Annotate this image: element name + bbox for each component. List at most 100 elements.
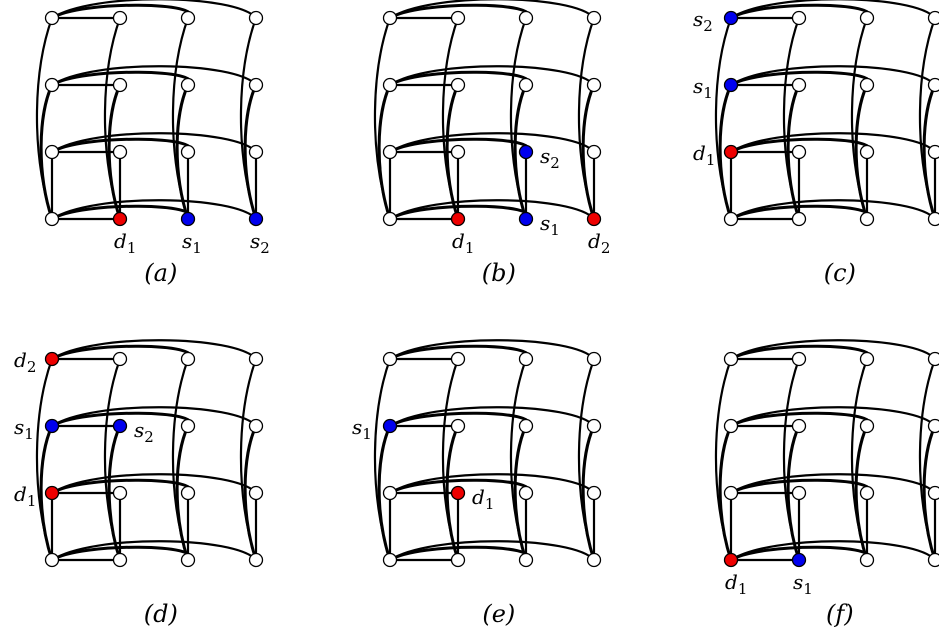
edge-v-arc [35,16,54,221]
source-label: s1 [14,415,34,443]
grid-edges [373,339,596,562]
source-label: s1 [352,415,372,443]
node [586,485,602,501]
node [44,144,60,160]
node [112,485,128,501]
grid-edges [35,0,258,221]
edge-h-arc [729,473,937,495]
edge-h-arc [50,0,258,20]
node [791,351,807,367]
node [518,552,534,568]
node [586,77,602,93]
edge-v-arc [850,357,869,562]
edge-h-arc [388,0,596,20]
node [586,418,602,434]
destination-label: d1 [114,229,136,257]
edge-v-arc [850,16,869,221]
node [180,552,196,568]
destination-label: d2 [588,229,610,257]
edge-v-arc [918,357,937,562]
node [450,552,466,568]
node [927,485,939,501]
node [791,144,807,160]
edge-v-arc [918,16,937,221]
source-node [723,77,739,93]
source-node [723,10,739,26]
destination-node [450,211,466,227]
node [791,485,807,501]
node [723,418,739,434]
node [791,211,807,227]
source-label: s2 [134,418,154,446]
grid-nodes [382,10,602,227]
source-node [382,418,398,434]
node [859,552,875,568]
node [382,211,398,227]
node [450,144,466,160]
destination-node [112,211,128,227]
node [927,418,939,434]
source-node [791,552,807,568]
edge-v-arc [714,16,733,221]
node [927,351,939,367]
edge-v-arc [509,16,528,221]
edge-h-arc [50,199,258,221]
edge-h-arc [50,339,258,361]
node [450,351,466,367]
node [180,351,196,367]
source-node [180,211,196,227]
node [248,144,264,160]
node [859,10,875,26]
node [180,418,196,434]
edge-h-arc [388,540,596,562]
node [180,77,196,93]
node [518,485,534,501]
node [791,10,807,26]
node [112,351,128,367]
edge-v-arc [171,357,190,562]
node [44,10,60,26]
node [112,144,128,160]
source-node [112,418,128,434]
node [44,77,60,93]
source-label: s1 [693,74,713,102]
node [112,10,128,26]
panel-caption: (b) [482,259,516,287]
node [586,351,602,367]
edge-v-arc [577,357,596,562]
edge-v-arc [577,16,596,221]
grid-nodes [44,351,264,568]
node [382,10,398,26]
node [723,211,739,227]
grid-nodes [723,351,939,568]
edge-h-arc [50,132,258,154]
node [927,552,939,568]
node [180,10,196,26]
node [586,144,602,160]
edge-h-arc [50,540,258,562]
node [382,552,398,568]
node [180,485,196,501]
edge-h-arc [388,199,596,221]
panel-caption: (f) [826,600,854,628]
edge-h-arc [729,0,937,20]
node [927,10,939,26]
node [859,144,875,160]
edge-h-arc [388,473,596,495]
edge-v-arc [509,357,528,562]
destination-node [450,485,466,501]
node [927,211,939,227]
node [382,485,398,501]
edge-v-arc [441,357,460,562]
node [791,418,807,434]
destination-node [44,351,60,367]
node [450,77,466,93]
edge-v-arc [782,357,801,562]
node [248,10,264,26]
node [44,552,60,568]
node [382,77,398,93]
destination-label: d1 [725,570,747,598]
destination-node [723,144,739,160]
